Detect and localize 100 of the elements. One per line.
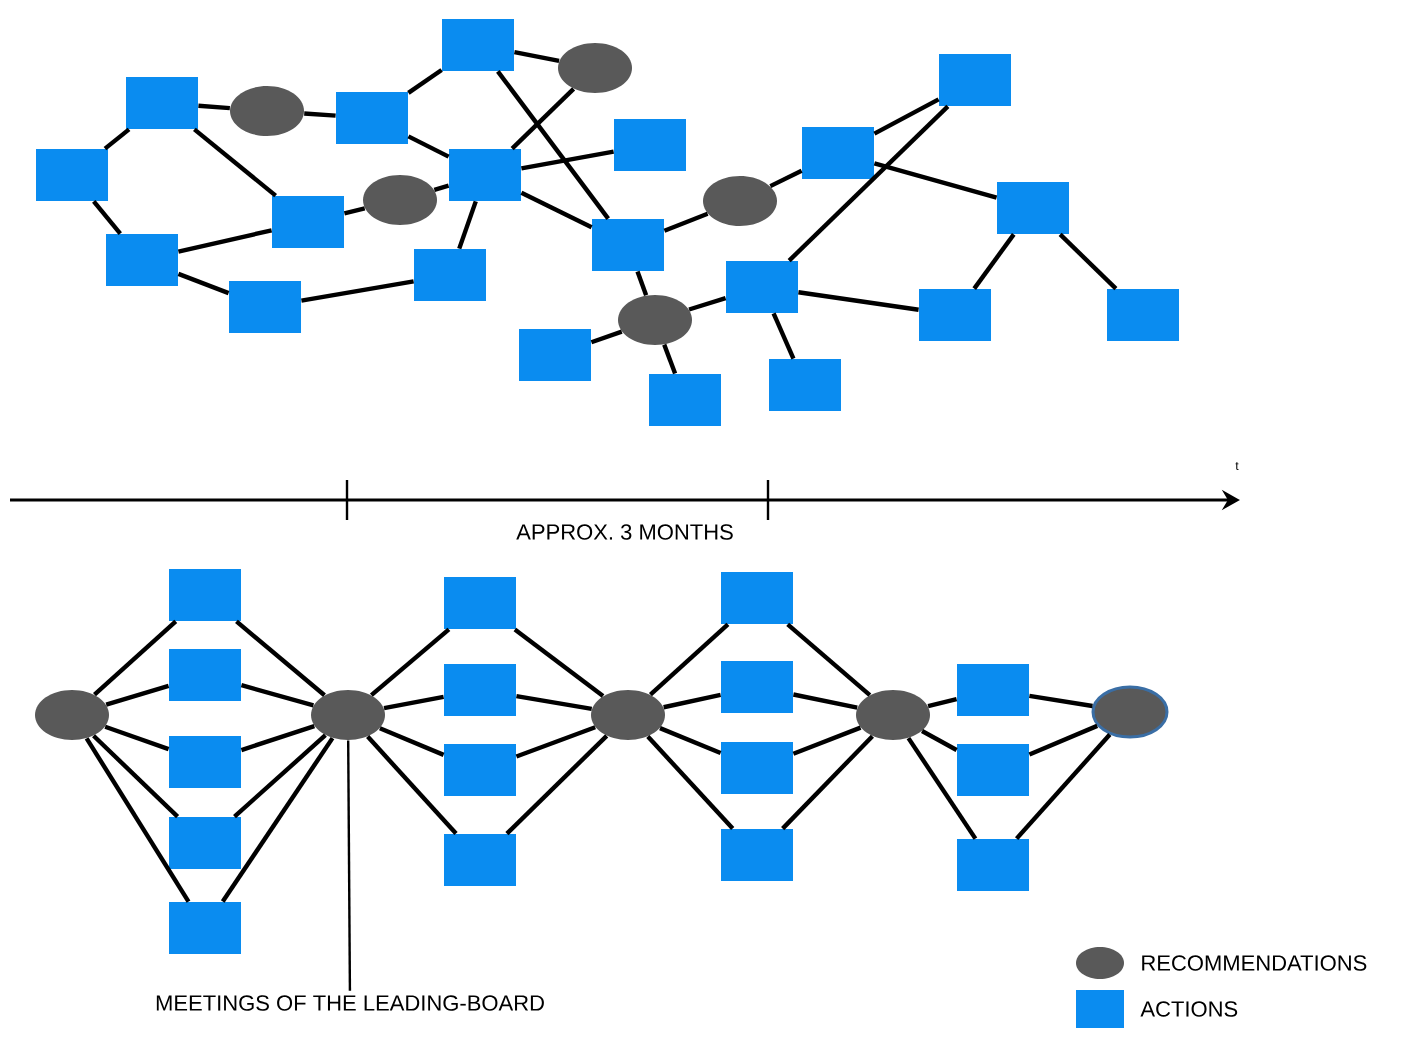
- axis-label: t: [1235, 462, 1239, 470]
- action-box: [649, 374, 721, 426]
- connector-line: [177, 228, 273, 254]
- connector-line: [590, 329, 623, 345]
- legend-label: ACTIONS: [1140, 1001, 1238, 1017]
- connector-line: [105, 683, 170, 707]
- connector-line: [433, 183, 450, 193]
- connector-line: [648, 622, 730, 697]
- action-box: [169, 649, 241, 701]
- connector-line: [663, 211, 709, 233]
- connector-line: [792, 725, 862, 756]
- connector-line: [659, 726, 722, 756]
- connector-line: [873, 161, 998, 200]
- action-box: [169, 902, 241, 954]
- action-box: [169, 817, 241, 869]
- connector-line: [769, 168, 803, 189]
- connector-line: [92, 200, 122, 235]
- connector-line: [304, 111, 336, 118]
- action-box: [169, 569, 241, 621]
- action-box: [592, 219, 664, 271]
- action-box: [1107, 289, 1179, 341]
- action-box: [336, 92, 408, 144]
- action-box: [721, 742, 793, 794]
- action-box: [919, 289, 991, 341]
- recommendation-ellipse: [618, 295, 692, 345]
- action-box: [444, 664, 516, 716]
- action-box: [126, 77, 198, 129]
- action-box: [957, 839, 1029, 891]
- recommendation-ellipse: [1091, 685, 1169, 739]
- connector-line: [787, 104, 950, 263]
- action-box: [442, 19, 514, 71]
- connector-line: [513, 627, 605, 698]
- recommendation-ellipse: [591, 690, 665, 740]
- connector-line: [1028, 723, 1099, 757]
- recommendation-ellipse: [703, 176, 777, 226]
- connector-line: [510, 87, 576, 151]
- connector-line: [233, 733, 327, 819]
- action-box: [414, 249, 486, 301]
- connector-line: [383, 694, 444, 711]
- action-box: [721, 829, 793, 881]
- connector-line: [781, 734, 874, 831]
- action-box: [957, 664, 1029, 716]
- connector-line: [198, 103, 230, 111]
- connector-line: [84, 737, 191, 903]
- action-box: [449, 149, 521, 201]
- action-box: [169, 736, 241, 788]
- connector-line: [635, 270, 649, 297]
- connector-line: [520, 190, 593, 230]
- action-box: [229, 281, 301, 333]
- connector-line: [786, 622, 872, 697]
- connector-line: [240, 683, 315, 708]
- connector-line: [798, 290, 919, 312]
- connector-line: [516, 693, 593, 712]
- action-box: [106, 234, 178, 286]
- connector-line: [379, 726, 445, 757]
- action-box: [444, 834, 516, 886]
- recommendation-ellipse: [558, 43, 632, 93]
- connector-line: [1015, 733, 1112, 841]
- connector-line: [407, 134, 450, 159]
- connector-line: [771, 312, 796, 360]
- connector-line: [457, 200, 478, 250]
- action-box: [997, 182, 1069, 234]
- connector-line: [1058, 232, 1118, 291]
- recommendation-ellipse: [230, 86, 304, 136]
- connector-line: [104, 724, 170, 752]
- connector-line: [662, 343, 678, 375]
- recommendation-ellipse: [363, 175, 437, 225]
- connector-line: [688, 296, 727, 312]
- action-box: [726, 261, 798, 313]
- action-box: [802, 127, 874, 179]
- connector-line: [92, 734, 180, 819]
- action-box: [721, 661, 793, 713]
- action-box: [939, 54, 1011, 106]
- action-box: [519, 329, 591, 381]
- action-box: [769, 359, 841, 411]
- connector-line: [515, 725, 596, 759]
- connector-line: [927, 696, 958, 709]
- action-box: [957, 744, 1029, 796]
- connector-line: [792, 692, 858, 710]
- connector-line: [220, 736, 335, 903]
- node-label: MEETINGS OF THE LEADING-BOARD: [156, 995, 544, 1011]
- connector-line: [646, 735, 735, 831]
- connector-line: [407, 68, 443, 95]
- connector-line: [235, 619, 326, 697]
- recommendation-ellipse: [856, 690, 930, 740]
- connector-line: [505, 734, 609, 836]
- recommendation-ellipse: [35, 690, 109, 740]
- connector-line: [301, 279, 414, 303]
- connector-line: [873, 97, 940, 136]
- connector-line: [366, 735, 458, 836]
- action-box: [272, 196, 344, 248]
- connector-line: [1029, 693, 1093, 709]
- action-box: [36, 149, 108, 201]
- connector-line: [496, 70, 610, 220]
- connector-line: [663, 692, 722, 710]
- action-box: [614, 119, 686, 171]
- connector-line: [177, 271, 230, 296]
- action-box: [444, 744, 516, 796]
- connector-line: [906, 736, 978, 840]
- axis-label: APPROX. 3 MONTHS: [516, 524, 733, 540]
